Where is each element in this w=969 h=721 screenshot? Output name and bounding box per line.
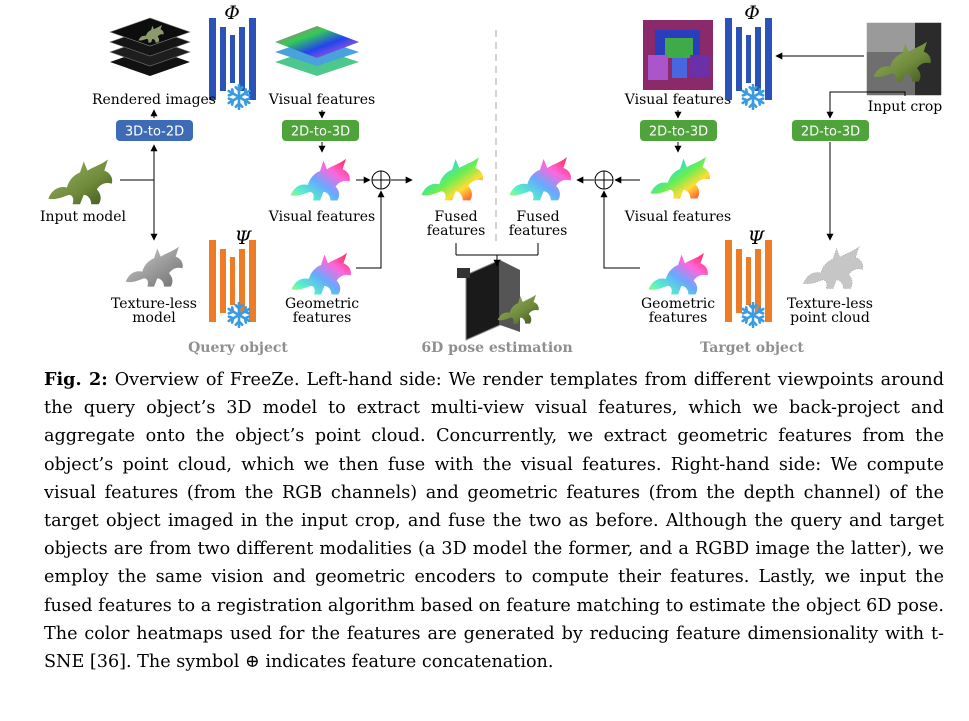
psi-symbol-right: Ψ: [748, 227, 766, 249]
badge-2d-to-3d-depth: 2D-to-3D: [792, 120, 869, 141]
svg-text:3D-to-2D: 3D-to-2D: [125, 125, 184, 140]
rendered-images-label: Rendered images: [92, 92, 216, 108]
svg-text:2D-to-3D: 2D-to-3D: [291, 125, 350, 140]
visual-encoder-phi-right: [725, 18, 772, 100]
visual-features-dragon-right: [650, 156, 710, 199]
visual-features-label-mid-right: Visual features: [624, 209, 731, 225]
psi-symbol-left: Ψ: [235, 227, 253, 249]
geometric-encoder-psi-left: [209, 240, 256, 322]
badge-2d-to-3d-target: 2D-to-3D: [640, 120, 717, 141]
visual-features-label-top-left: Visual features: [268, 92, 375, 108]
arrows-right: [576, 52, 906, 269]
geometric-features-label-right-2: features: [649, 310, 708, 326]
badge-3d-to-2d: 3D-to-2D: [116, 120, 193, 141]
target-object-label: Target object: [700, 340, 804, 356]
textureless-model-label-2: model: [132, 310, 176, 326]
caption-text: Overview of FreeZe. Left-hand side: We r…: [44, 370, 945, 673]
query-object-label: Query object: [188, 340, 288, 356]
snowflake-icon: [741, 84, 765, 110]
fused-features-label-right-2: features: [509, 223, 568, 239]
visual-features-dragon-left: [290, 158, 350, 201]
geometric-features-label-right-1: Geometric: [641, 296, 715, 312]
snowflake-icon: [227, 84, 251, 110]
visual-features-label-top-right: Visual features: [624, 92, 731, 108]
fused-features-label-right-1: Fused: [516, 209, 559, 225]
fused-features-dragon-right: [509, 157, 572, 201]
textureless-point-cloud: [803, 246, 864, 289]
textureless-pc-label-2: point cloud: [790, 310, 870, 326]
svg-text:2D-to-3D: 2D-to-3D: [649, 125, 708, 140]
pose-estimation-illustration: [457, 259, 539, 341]
caption-label: Fig. 2:: [44, 369, 108, 390]
geometric-features-dragon-left: [291, 252, 351, 295]
visual-feature-map-right: [643, 20, 713, 90]
geometric-features-label-left-2: features: [293, 310, 352, 326]
visual-features-label-mid-left: Visual features: [268, 209, 375, 225]
input-model-dragon: [48, 159, 113, 205]
snowflake-icon: [741, 302, 765, 328]
figure-caption: Fig. 2: Overview of FreeZe. Left-hand si…: [44, 366, 944, 676]
svg-text:2D-to-3D: 2D-to-3D: [801, 125, 860, 140]
input-model-label: Input model: [40, 209, 127, 225]
fused-features-dragon-left: [421, 157, 484, 201]
visual-encoder-phi-left: [209, 18, 256, 100]
phi-symbol-left: Φ: [224, 2, 240, 24]
method-overview-figure: Φ Rendered images Visual features 3D-to-…: [40, 2, 943, 356]
pose-estimation-label: 6D pose estimation: [421, 340, 572, 356]
input-crop-label: Input crop: [868, 99, 943, 115]
geometric-features-label-left-1: Geometric: [285, 296, 359, 312]
fused-features-label-left-1: Fused: [434, 209, 477, 225]
arrows-left: [120, 109, 413, 269]
textureless-model-label-1: Texture-less: [111, 296, 197, 312]
textureless-pc-label-1: Texture-less: [787, 296, 873, 312]
geometric-features-dragon-right: [648, 252, 708, 295]
phi-symbol-right: Φ: [744, 2, 760, 24]
arrows-center: [455, 243, 539, 267]
input-crop-image: [865, 21, 943, 97]
geometric-encoder-psi-right: [725, 240, 772, 322]
textureless-model-dragon: [125, 246, 183, 287]
rendered-images-stack: [109, 17, 191, 76]
badge-2d-to-3d-left: 2D-to-3D: [282, 120, 359, 141]
snowflake-icon: [227, 302, 251, 328]
visual-feature-maps-stack: [275, 26, 359, 76]
fused-features-label-left-2: features: [427, 223, 486, 239]
